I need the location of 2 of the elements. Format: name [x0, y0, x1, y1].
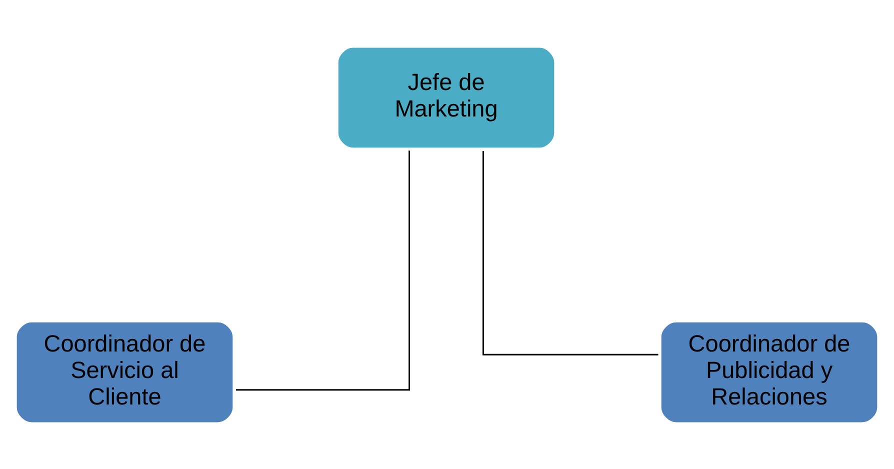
connector: [236, 150, 410, 390]
connector: [482, 150, 658, 355]
